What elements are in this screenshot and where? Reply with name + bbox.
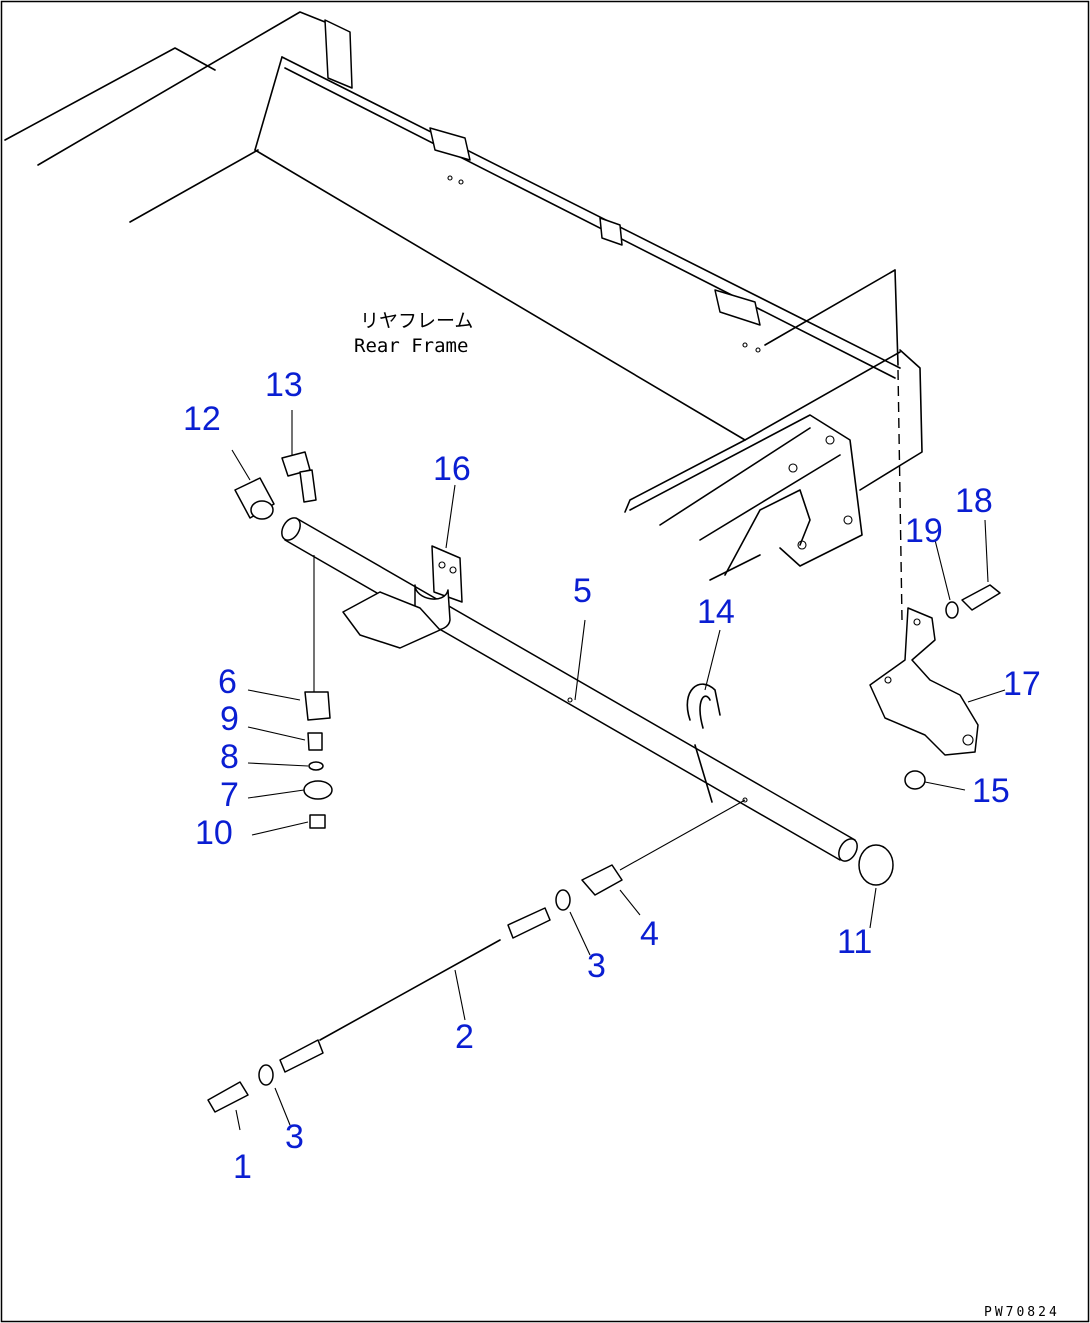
callout-17: 17 <box>1003 665 1041 703</box>
part-19-washer <box>945 601 959 619</box>
part-4-grease-fitting <box>581 864 623 896</box>
part-18-bolt <box>961 584 1001 611</box>
callout-15: 15 <box>972 772 1010 810</box>
part-6-nut <box>304 691 331 721</box>
drawing-code: PW70824 <box>984 1305 1060 1320</box>
frame-label-english: Rear Frame <box>354 335 468 357</box>
frame-label-japanese: リヤフレーム <box>360 310 473 332</box>
callout-18: 18 <box>955 482 993 520</box>
part-14-hose <box>686 683 721 803</box>
bracket-16 <box>342 545 463 649</box>
callout-14: 14 <box>697 593 735 631</box>
callout-11: 11 <box>837 923 872 961</box>
part-15-nut <box>904 770 926 790</box>
callout-5: 5 <box>573 572 592 610</box>
rear-frame <box>4 11 923 621</box>
callout-3-lower: 3 <box>285 1118 304 1156</box>
callout-16: 16 <box>433 450 471 488</box>
callout-8: 8 <box>220 738 239 776</box>
callout-3-upper: 3 <box>587 947 606 985</box>
callout-1: 1 <box>233 1148 252 1186</box>
callout-6: 6 <box>218 663 237 701</box>
part-8-oring <box>308 761 324 771</box>
callout-4: 4 <box>640 915 659 953</box>
part-13-fitting <box>281 451 317 503</box>
bracket-17 <box>869 607 979 756</box>
part-11-cap <box>858 844 894 886</box>
part-3-washer-upper <box>555 889 571 911</box>
shaft <box>281 517 858 862</box>
part-7-washer <box>303 780 333 800</box>
leader-lines <box>231 410 1006 1131</box>
callout-7: 7 <box>220 776 239 814</box>
callout-19: 19 <box>905 512 943 550</box>
part-1-connector <box>207 1081 249 1113</box>
callout-2: 2 <box>455 1018 474 1056</box>
callout-9: 9 <box>220 700 239 738</box>
callout-13: 13 <box>265 366 303 404</box>
part-3-washer-lower <box>258 1064 274 1086</box>
part-12-bushing <box>234 477 275 520</box>
callout-12: 12 <box>183 400 221 438</box>
part-2-tube <box>279 907 551 1073</box>
callout-10: 10 <box>195 814 233 852</box>
part-9-pin <box>307 732 323 751</box>
part-10-plug <box>309 814 326 829</box>
